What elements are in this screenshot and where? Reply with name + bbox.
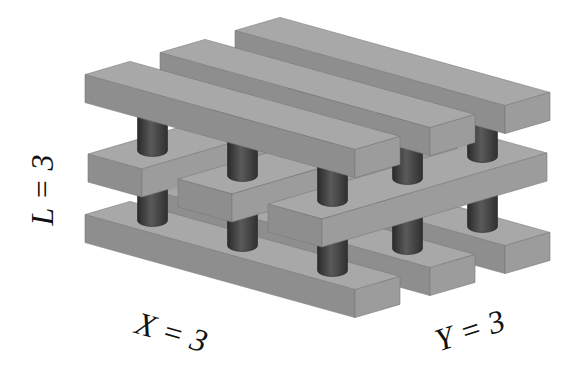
dimension-label: L = 3: [26, 155, 58, 226]
bar-end-face: [430, 114, 475, 155]
bar-end-face: [355, 276, 400, 317]
bar-front-face: [178, 179, 232, 222]
bar-front-face: [268, 204, 322, 247]
bar-front-face: [88, 154, 142, 197]
bar-end-face: [505, 232, 550, 273]
crossbar-array: [85, 17, 550, 317]
dimension-label: Y = 3: [431, 304, 509, 356]
bar-end-face: [505, 92, 550, 133]
dimension-label: X = 3: [132, 307, 211, 358]
bar-end-face: [355, 136, 400, 177]
bar-end-face: [430, 254, 475, 295]
electrode-bar: [85, 61, 400, 177]
bar-front-face: [85, 75, 355, 178]
